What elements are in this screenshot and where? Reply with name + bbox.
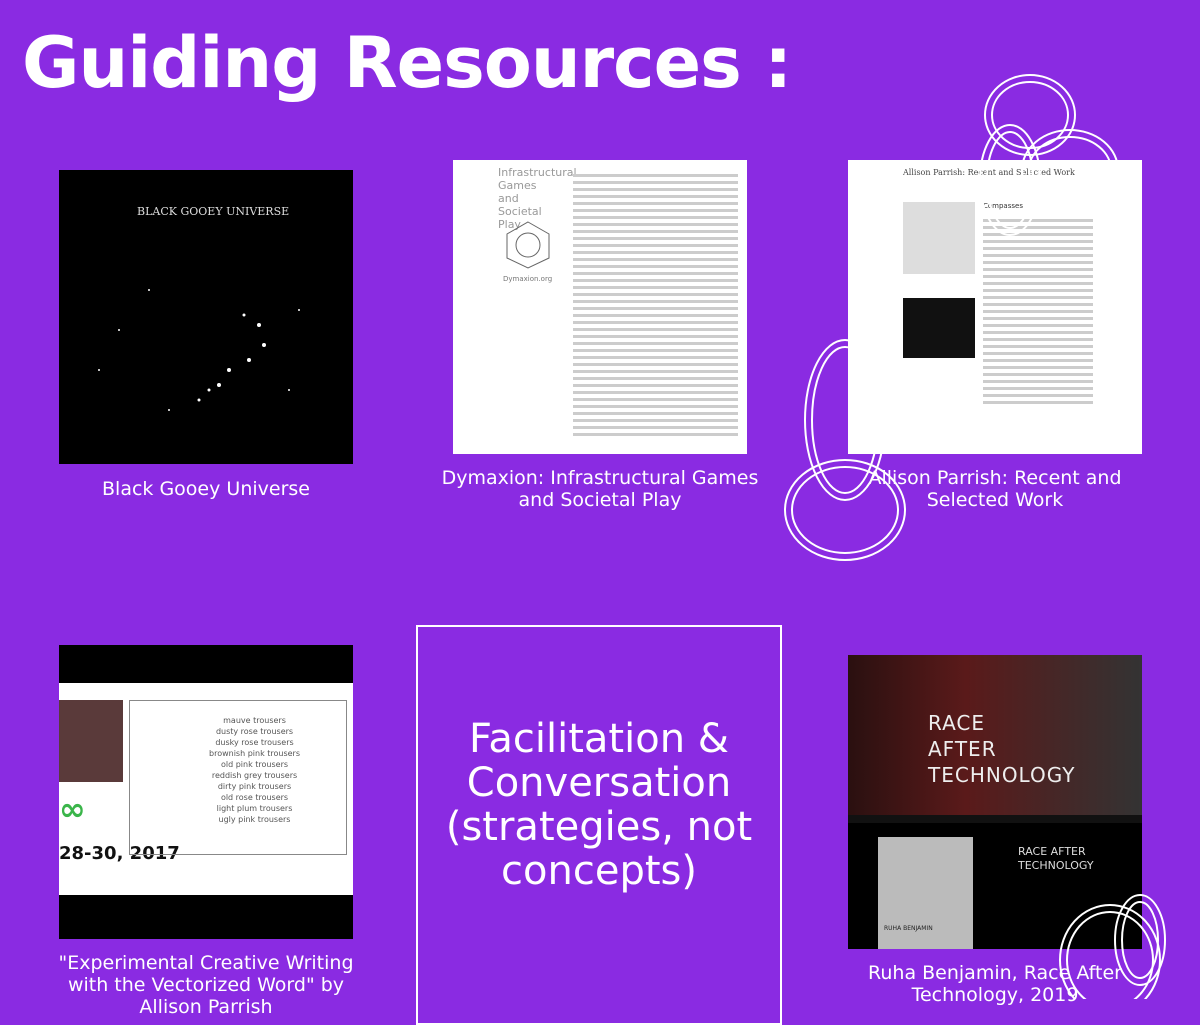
- card-caption[interactable]: "Experimental Creative Writing with the …: [58, 952, 354, 1018]
- card-caption[interactable]: Dymaxion: Infrastructural Games and Soci…: [441, 467, 759, 511]
- card-caption[interactable]: Allison Parrish: Recent and Selected Wor…: [868, 467, 1122, 511]
- thumb-title: Infrastructural Games and Societal Play: [498, 166, 577, 231]
- thumb-title: RACE AFTER TECHNOLOGY: [928, 711, 1076, 787]
- word-list: mauve trousers dusty rose trousers dusky…: [209, 716, 301, 824]
- page-title: Guiding Resources :: [22, 22, 792, 104]
- hexagon-logo: [506, 221, 550, 269]
- race-after-technology-thumbnail[interactable]: RACE AFTER TECHNOLOGY RACE AFTER TECHNOL…: [848, 655, 1142, 949]
- article-text: [573, 170, 738, 440]
- article-text: [983, 215, 1093, 408]
- spiral-graphic: [98, 289, 300, 411]
- book-title: RACE AFTER TECHNOLOGY: [1018, 845, 1094, 872]
- vectorized-word-video-thumbnail[interactable]: ∞ 28-30, 2017 mauve trousers dusty rose …: [59, 645, 353, 939]
- box-label: Facilitation & Conversation (strategies,…: [445, 716, 753, 894]
- facilitation-conversation-box[interactable]: Facilitation & Conversation (strategies,…: [416, 625, 782, 1025]
- thumb-sub: Compasses: [983, 202, 1023, 210]
- compasses-image: [903, 202, 975, 274]
- dymaxion-thumbnail[interactable]: Infrastructural Games and Societal Play …: [453, 160, 747, 454]
- loop-logo-icon: ∞: [59, 790, 86, 828]
- thumb-title: Allison Parrish: Recent and Selected Wor…: [903, 168, 1075, 177]
- book-cover: [878, 837, 973, 949]
- card-caption[interactable]: Ruha Benjamin, Race After Technology, 20…: [868, 962, 1122, 1006]
- thumb-sub: Dymaxion.org: [503, 275, 553, 283]
- black-gooey-universe-thumbnail[interactable]: BLACK GOOEY UNIVERSE: [59, 170, 353, 464]
- allison-parrish-thumbnail[interactable]: Allison Parrish: Recent and Selected Wor…: [848, 160, 1142, 454]
- speaker-photo: [59, 700, 123, 782]
- event-date: 28-30, 2017: [59, 843, 180, 864]
- thumb-title: BLACK GOOEY UNIVERSE: [137, 205, 290, 218]
- book-author: RUHA BENJAMIN: [884, 925, 933, 932]
- card-caption[interactable]: Black Gooey Universe: [102, 478, 310, 500]
- code-image: [903, 298, 975, 358]
